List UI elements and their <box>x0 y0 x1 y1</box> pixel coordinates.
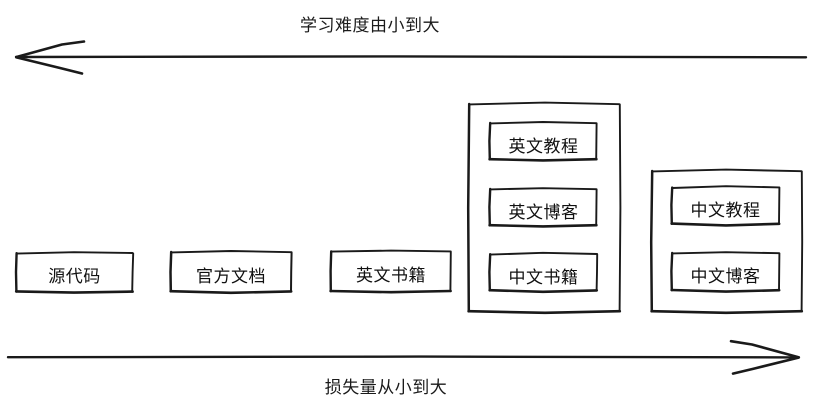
node-label-english-tutorials: 英文教程 <box>508 137 579 157</box>
node-chinese-blogs[interactable] <box>671 252 780 291</box>
node-label-official-docs: 官方文档 <box>196 267 266 287</box>
node-english-tutorials[interactable] <box>489 122 597 160</box>
node-official-docs[interactable] <box>170 251 292 293</box>
node-source-code[interactable] <box>16 252 133 292</box>
bottom-axis-arrow <box>6 339 801 375</box>
node-label-english-blogs: 英文博客 <box>508 203 579 223</box>
top-axis-label: 学习难度由小到大 <box>300 16 440 36</box>
node-english-blogs[interactable] <box>489 188 597 226</box>
node-label-english-books: 英文书籍 <box>356 266 426 286</box>
node-label-chinese-blogs: 中文博客 <box>690 267 761 287</box>
node-chinese-books[interactable] <box>489 252 598 292</box>
node-label-chinese-tutorials: 中文教程 <box>690 201 761 221</box>
bottom-axis-label: 损失量从小到大 <box>324 378 448 398</box>
node-label-chinese-books: 中文书籍 <box>508 268 579 288</box>
node-label-source-code: 源代码 <box>48 267 101 287</box>
node-english-books[interactable] <box>330 250 451 292</box>
node-chinese-tutorials[interactable] <box>671 186 780 225</box>
top-axis-arrow <box>14 40 808 75</box>
